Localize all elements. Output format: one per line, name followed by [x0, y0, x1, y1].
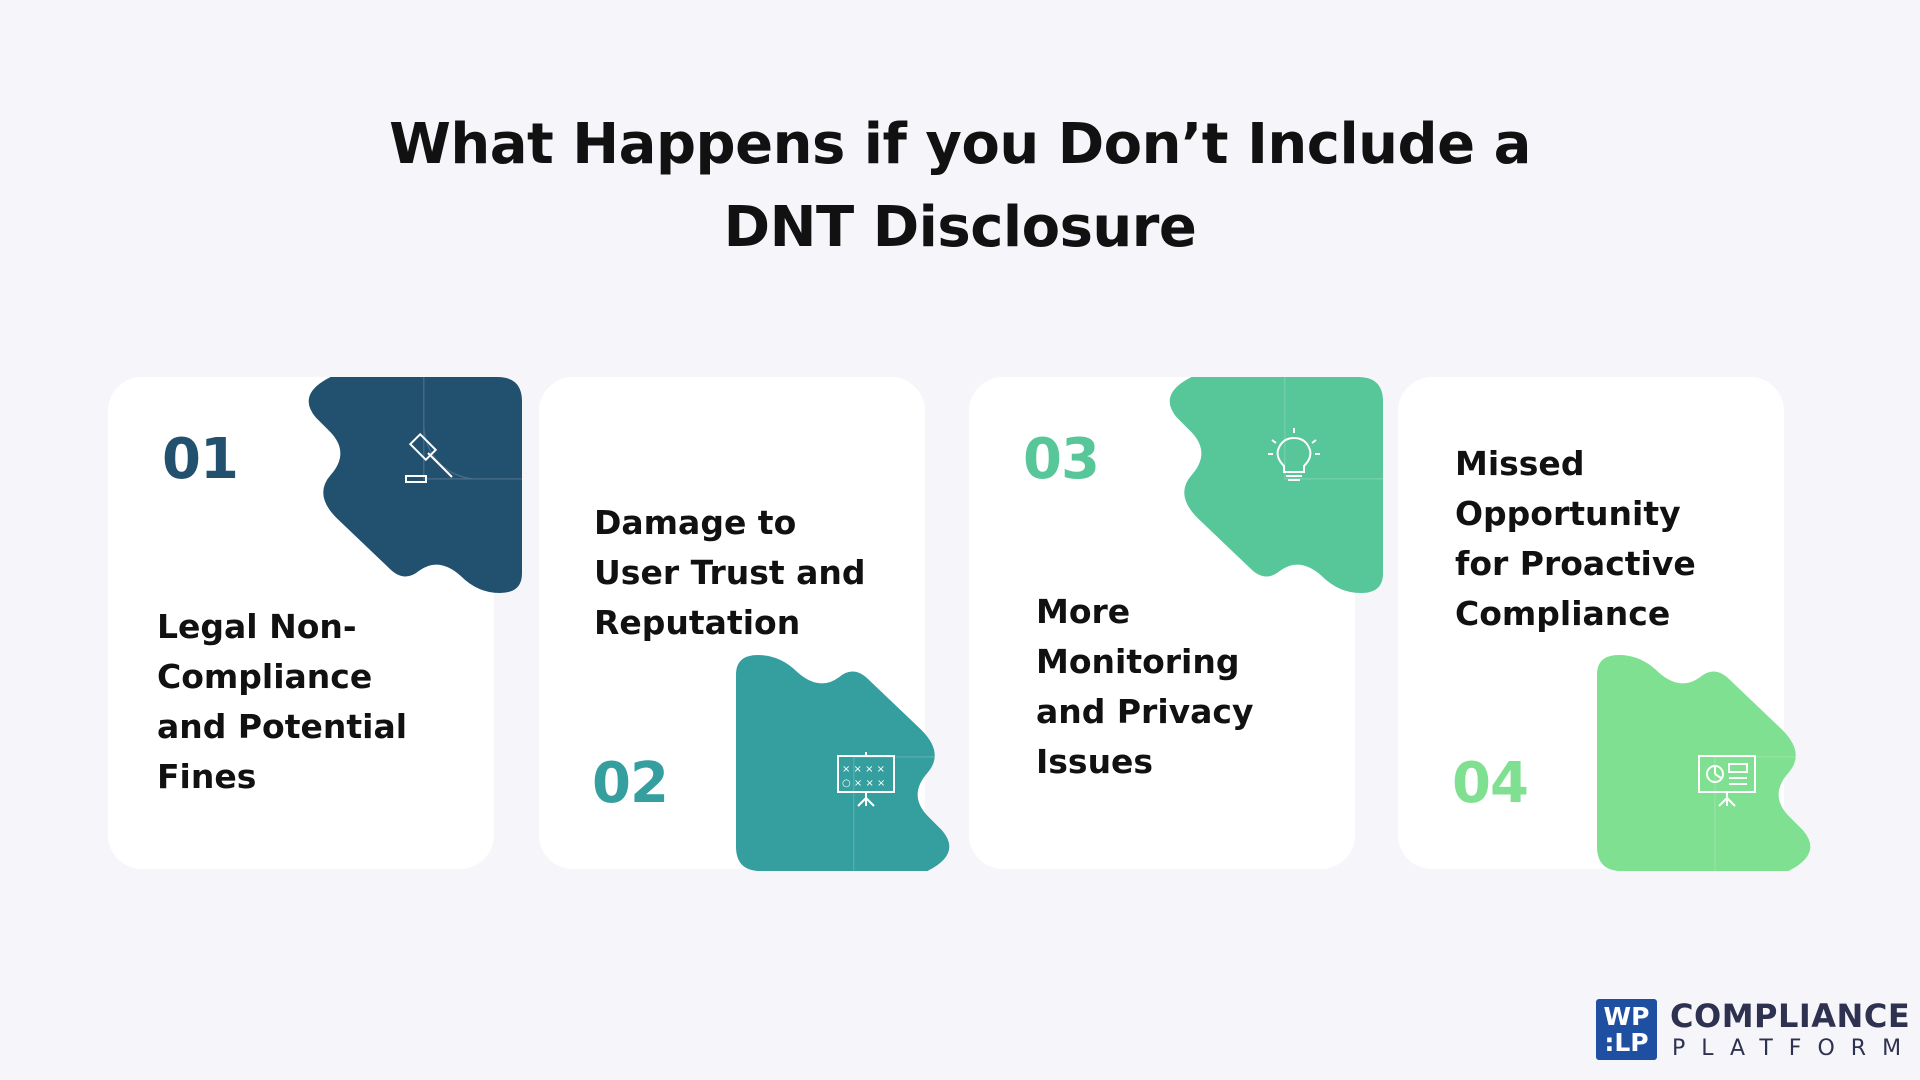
card-3-blob [1167, 377, 1383, 593]
lightbulb-icon [1268, 428, 1320, 481]
strategy-board-icon: × × × × ○ × × × [837, 752, 895, 807]
gavel-icon [405, 432, 453, 483]
card-1-blob [306, 377, 522, 593]
card-1-number: 01 [162, 427, 239, 492]
presentation-chart-icon [1698, 755, 1756, 807]
page-title: What Happens if you Don’t Include a DNT … [0, 103, 1920, 269]
logo-name: COMPLIANCE [1670, 997, 1911, 1035]
card-4-number: 04 [1452, 751, 1529, 816]
card-3-number: 03 [1023, 427, 1100, 492]
title-line-1: What Happens if you Don’t Include a [389, 112, 1531, 177]
logo-subtitle: PLATFORM [1672, 1036, 1918, 1061]
svg-text:× × × ×: × × × × [842, 764, 885, 775]
svg-text:○ × × ×: ○ × × × [842, 778, 885, 789]
logo-mark: WP:LP [1596, 999, 1657, 1060]
card-2-number: 02 [592, 751, 669, 816]
title-line-2: DNT Disclosure [723, 195, 1197, 260]
